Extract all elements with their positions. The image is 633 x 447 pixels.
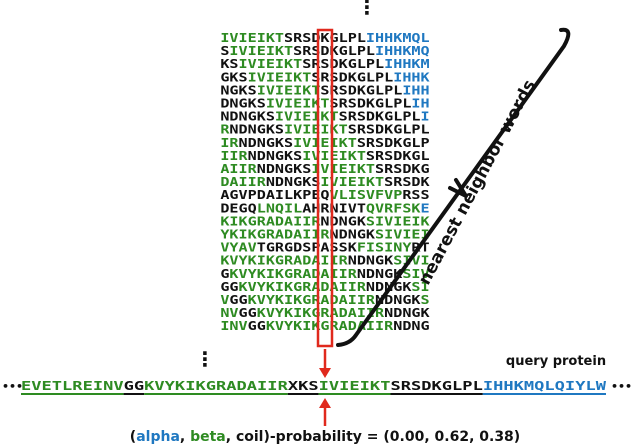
bottom-ellipsis: ⋮	[195, 347, 215, 371]
center-residue-highlight	[316, 28, 334, 348]
prob-alpha-word: alpha	[136, 429, 180, 445]
prob-beta-word: beta	[190, 429, 226, 445]
prob-rest: , coil)-probability = (0.00, 0.62, 0.38)	[226, 429, 520, 445]
prob-sep: ,	[180, 429, 190, 445]
query-right-ellipsis: •••	[611, 380, 632, 393]
probability-line: (alpha, beta, coil)-probability = (0.00,…	[130, 429, 520, 445]
top-ellipsis: ⋮	[357, 0, 377, 19]
nearest-neighbor-bracket	[336, 27, 571, 347]
bracket-label: nearest neighbor words	[415, 77, 540, 289]
query-left-ellipsis: •••	[2, 380, 23, 393]
bracket-tip	[448, 178, 468, 198]
prob-open: (	[130, 429, 136, 445]
arrow-up-head	[319, 398, 331, 408]
arrow-down-head	[319, 368, 331, 378]
query-label: query protein	[506, 354, 606, 369]
